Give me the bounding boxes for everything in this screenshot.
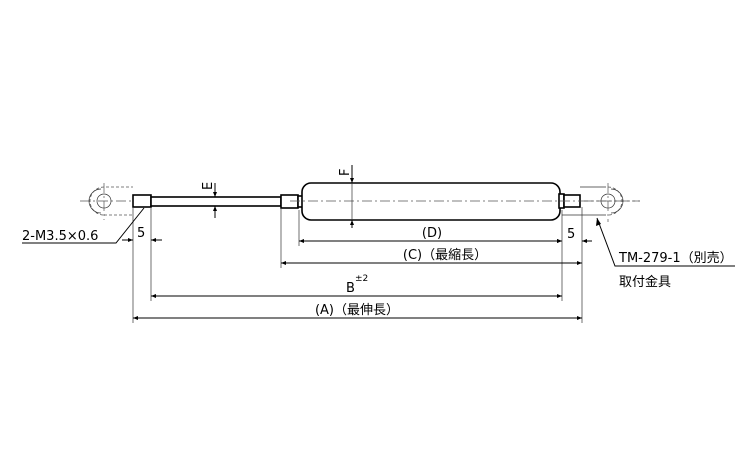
label-b: B [346,281,355,296]
dim-e: E [201,182,217,218]
left-thread-stud [132,194,152,208]
label-b-tolerance: ±2 [355,274,368,284]
label-bracket-name: 取付金具 [619,274,671,290]
label-5-left: 5 [137,226,145,241]
label-a: (A)（最伸長） [315,303,399,318]
dim-f: F [338,165,354,228]
bracket-leader [596,217,735,267]
label-f: F [338,169,353,176]
label-e: E [201,182,216,190]
left-bracket [88,183,133,220]
right-bracket [562,183,624,222]
label-bracket-part: TM-279-1（別売） [618,250,733,266]
piston-rod [150,196,282,207]
label-thread: 2-M3.5×0.6 [22,229,98,244]
thread-leader [22,207,145,244]
label-c: (C)（最縮長） [403,247,487,263]
label-d: (D) [422,226,442,241]
label-5-right: 5 [567,227,575,242]
rod-collar [280,194,299,209]
cylinder-body [301,182,561,221]
